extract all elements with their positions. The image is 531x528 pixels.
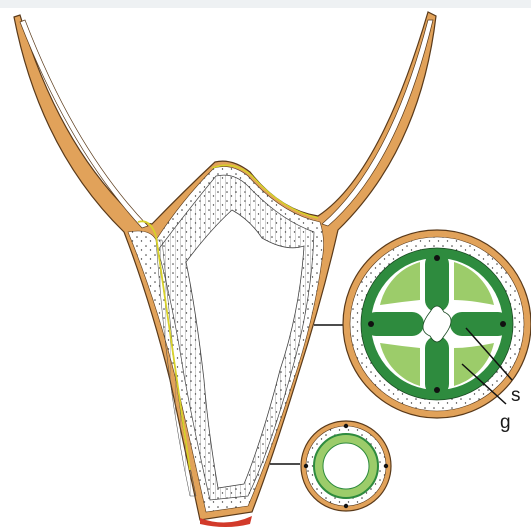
top-band — [0, 0, 531, 8]
label-g: g — [500, 412, 511, 433]
label-s: s — [511, 385, 521, 406]
cross-section-small — [301, 421, 391, 511]
left-tentacle-inner — [20, 20, 148, 228]
cross-section-large — [343, 230, 531, 418]
